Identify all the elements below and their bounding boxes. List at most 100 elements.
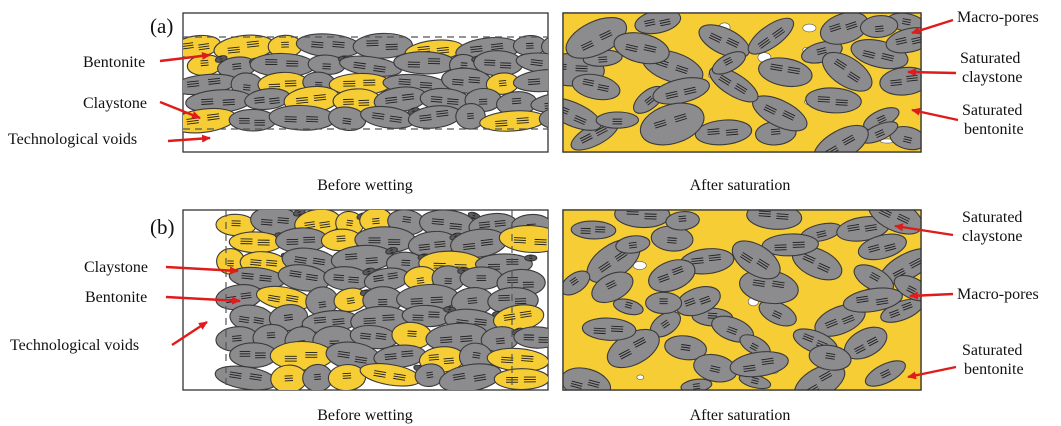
- arrow-icon: [171, 320, 208, 347]
- bentonite-pellet: [493, 368, 548, 390]
- saturated-claystone-grain: [680, 378, 713, 390]
- saturated-claystone-grain: [711, 51, 747, 75]
- label-saturated-claystone-line1: Saturated: [962, 209, 1022, 226]
- label-bentonite: Bentonite: [83, 54, 145, 71]
- claystone-grain: [249, 52, 316, 78]
- panel-a-after-box: [562, 12, 922, 153]
- claystone-grain: [352, 32, 413, 59]
- saturated-claystone-grain: [649, 311, 682, 338]
- arrow-icon: [911, 107, 959, 122]
- saturated-claystone-grain: [791, 246, 843, 281]
- saturated-claystone-grain: [591, 271, 634, 304]
- saturated-claystone-grain: [747, 17, 795, 55]
- saturated-claystone-grain: [761, 233, 819, 257]
- saturated-claystone-grain: [634, 13, 682, 35]
- label-saturated-bentonite-line1: Saturated: [962, 342, 1022, 359]
- arrow-icon: [909, 291, 954, 300]
- claystone-grain: [339, 55, 402, 77]
- claystone-grain: [244, 88, 291, 111]
- label-saturated-claystone-line2: claystone: [962, 69, 1022, 86]
- claystone-grain: [473, 50, 524, 77]
- saturated-claystone-grain: [859, 15, 899, 38]
- caption-before-wetting: Before wetting: [317, 177, 413, 194]
- saturated-claystone-grain: [813, 124, 869, 152]
- saturated-claystone-grain: [570, 220, 617, 240]
- bentonite-pellet: [485, 72, 520, 95]
- saturated-claystone-grain: [581, 317, 637, 341]
- bentonite-pellet: [213, 34, 275, 62]
- saturated-claystone-grain: [665, 211, 700, 231]
- saturated-claystone-grain: [613, 32, 670, 65]
- bentonite-pellet: [479, 110, 547, 132]
- bentonite-pellet: [498, 224, 548, 254]
- panel-b-before-box: [182, 209, 549, 391]
- label-macro-pores: Macro-pores: [957, 9, 1039, 26]
- label-claystone: Claystone: [84, 259, 148, 276]
- arrow-icon: [907, 365, 957, 380]
- claystone-grain: [228, 266, 286, 290]
- claystone-grain: [302, 363, 334, 390]
- label-saturated-claystone-line1: Saturated: [960, 50, 1020, 67]
- label-saturated-claystone-line2: claystone: [962, 228, 1022, 245]
- panel-a-after-particles: [563, 13, 921, 152]
- saturated-claystone-grain: [565, 17, 628, 59]
- panel-b-after-particles: [563, 210, 921, 390]
- saturated-claystone-grain: [698, 24, 751, 59]
- saturated-claystone-grain: [648, 259, 696, 293]
- saturated-claystone-grain: [563, 97, 602, 131]
- claystone-grain: [530, 91, 548, 114]
- claystone-grain: [407, 105, 462, 129]
- saturated-claystone-grain: [571, 73, 621, 101]
- label-saturated-bentonite-line1: Saturated: [962, 102, 1022, 119]
- saturated-claystone-grain: [885, 27, 921, 54]
- saturated-claystone-grain: [844, 326, 888, 360]
- saturated-claystone-grain: [708, 66, 759, 103]
- saturated-claystone-grain: [639, 102, 705, 146]
- saturated-claystone-grain: [857, 233, 907, 261]
- claystone-grain: [450, 228, 508, 259]
- saturated-claystone-grain: [842, 287, 903, 313]
- saturated-claystone-grain: [746, 210, 803, 230]
- saturated-claystone-grain: [729, 351, 789, 378]
- claystone-grain: [277, 264, 331, 292]
- saturated-claystone-grain: [805, 87, 862, 114]
- bentonite-pellet: [359, 363, 422, 387]
- panel-b-after-box: [562, 209, 922, 391]
- saturated-claystone-grain: [595, 111, 640, 129]
- panel-a-before-box: [182, 12, 549, 153]
- saturated-claystone-grain: [864, 360, 906, 387]
- arrow-icon: [894, 223, 954, 237]
- label-claystone: Claystone: [83, 95, 147, 112]
- claystone-grain: [214, 365, 278, 390]
- claystone-grain: [538, 107, 548, 129]
- saturated-claystone-grain: [645, 291, 683, 315]
- saturated-claystone-grain: [650, 225, 694, 252]
- claystone-grain: [459, 266, 504, 291]
- caption-before-wetting: Before wetting: [317, 407, 413, 424]
- panel-a: (a) Bentonite Claystone Technological vo…: [8, 9, 1039, 194]
- claystone-grain: [229, 342, 278, 368]
- saturated-claystone-grain: [694, 119, 753, 146]
- saturated-claystone-grain: [867, 210, 921, 235]
- claystone-fragment: [524, 254, 538, 262]
- saturated-claystone-grain: [652, 77, 710, 105]
- panel-a-before-particles: [183, 32, 548, 134]
- panel-b: (b) Claystone Bentonite Technological vo…: [10, 209, 1039, 424]
- label-saturated-bentonite-line2: bentonite: [964, 361, 1024, 378]
- arrow-icon: [165, 295, 241, 305]
- panel-a-tag: (a): [150, 14, 173, 38]
- claystone-grain: [513, 326, 548, 349]
- claystone-grain: [512, 69, 548, 93]
- panel-b-tag: (b): [150, 215, 175, 239]
- panel-b-before-particles: [214, 210, 548, 390]
- arrow-icon: [911, 18, 954, 35]
- saturated-claystone-grain: [758, 300, 797, 327]
- arrow-icon: [159, 100, 201, 120]
- saturated-claystone-grain: [731, 240, 781, 280]
- saturated-claystone-grain: [758, 57, 813, 88]
- saturated-claystone-grain: [563, 367, 612, 390]
- saturated-claystone-grain: [821, 51, 873, 92]
- saturated-claystone-grain: [675, 286, 721, 317]
- saturated-claystone-grain: [664, 335, 708, 361]
- saturated-claystone-grain: [563, 270, 591, 296]
